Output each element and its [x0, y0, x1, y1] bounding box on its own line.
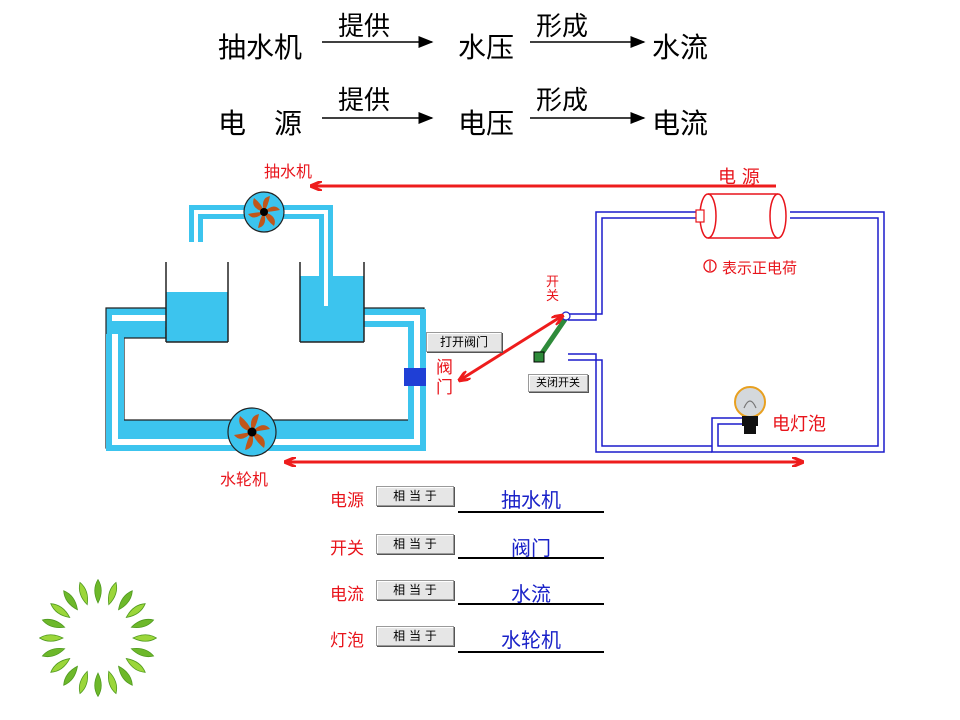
leaf-shape [50, 658, 71, 673]
label-bulb: 电灯泡 [772, 414, 826, 435]
analogy-row1-source: 抽水机 [218, 31, 303, 64]
equiv-term-1: 电源 [330, 491, 364, 511]
leaf-shape [108, 670, 118, 695]
close-switch-button[interactable]: 关闭开关 [528, 374, 588, 392]
leaf-shape [125, 603, 146, 618]
leaf-ring-decoration [38, 578, 158, 698]
equiv-button-2[interactable]: 相 当 于 [376, 534, 454, 554]
arrow-valve-to-switch [460, 316, 562, 380]
analogy-arrows [322, 36, 646, 124]
leaf-shape [78, 670, 88, 695]
leaf-shape [50, 603, 71, 618]
label-switch: 开关 [546, 275, 560, 304]
equiv-answer-3: 水流 [511, 582, 551, 606]
leaf-shape [132, 634, 158, 642]
label-turbine: 水轮机 [220, 470, 269, 489]
leaf-shape [63, 665, 78, 686]
label-positive-charge: 表示正电荷 [722, 259, 798, 277]
leaf-shape [41, 648, 66, 658]
leaf-shape [63, 590, 78, 611]
turbine [227, 407, 277, 457]
equiv-term-3: 电流 [330, 585, 364, 605]
equiv-button-1[interactable]: 相 当 于 [376, 486, 454, 506]
analogy-pointer-arrows [286, 186, 802, 462]
leaf-shape [130, 648, 155, 658]
bulb-icon [734, 386, 766, 434]
leaf-shape [78, 581, 88, 606]
analogy-row2-verb1: 提供 [338, 86, 391, 116]
equiv-answer-2: 阀门 [511, 536, 551, 560]
analogy-row2-result: 电流 [652, 107, 709, 140]
leaf-shape [130, 618, 155, 628]
label-valve: 阀门 [436, 358, 453, 398]
leaf-shape [94, 672, 102, 698]
power-source [695, 193, 787, 239]
analogy-row1-result: 水流 [652, 31, 709, 64]
equiv-button-4[interactable]: 相 当 于 [376, 626, 454, 646]
equiv-button-3[interactable]: 相 当 于 [376, 580, 454, 600]
analogy-row2-source: 电 源 [218, 107, 303, 140]
analogy-row1-middle: 水压 [458, 31, 515, 64]
positive-charge-icon [703, 259, 717, 273]
analogy-row1-verb2: 形成 [536, 12, 589, 42]
leaf-shape [94, 578, 102, 604]
leaf-shape [125, 658, 146, 673]
label-pump-top: 抽水机 [264, 162, 313, 181]
leaf-shape [41, 618, 66, 628]
pump-top [243, 191, 285, 233]
equiv-answer-4: 水轮机 [501, 628, 561, 652]
valve [404, 368, 426, 386]
leaf-shape [108, 581, 118, 606]
analogy-row1-verb1: 提供 [338, 12, 391, 42]
equiv-answer-1: 抽水机 [501, 488, 561, 512]
analogy-row2-verb2: 形成 [536, 86, 589, 116]
leaf-shape [118, 665, 133, 686]
leaf-shape [38, 634, 64, 642]
leaf-shape [118, 590, 133, 611]
equiv-term-2: 开关 [330, 539, 364, 559]
label-power: 电 源 [718, 167, 760, 188]
circuit-wires [568, 211, 885, 453]
equiv-term-4: 灯泡 [330, 631, 364, 651]
water-system [105, 205, 426, 451]
switch [533, 311, 571, 363]
analogy-row2-middle: 电压 [458, 107, 515, 140]
answer-underlines [458, 511, 604, 653]
open-valve-button[interactable]: 打开阀门 [426, 332, 502, 352]
